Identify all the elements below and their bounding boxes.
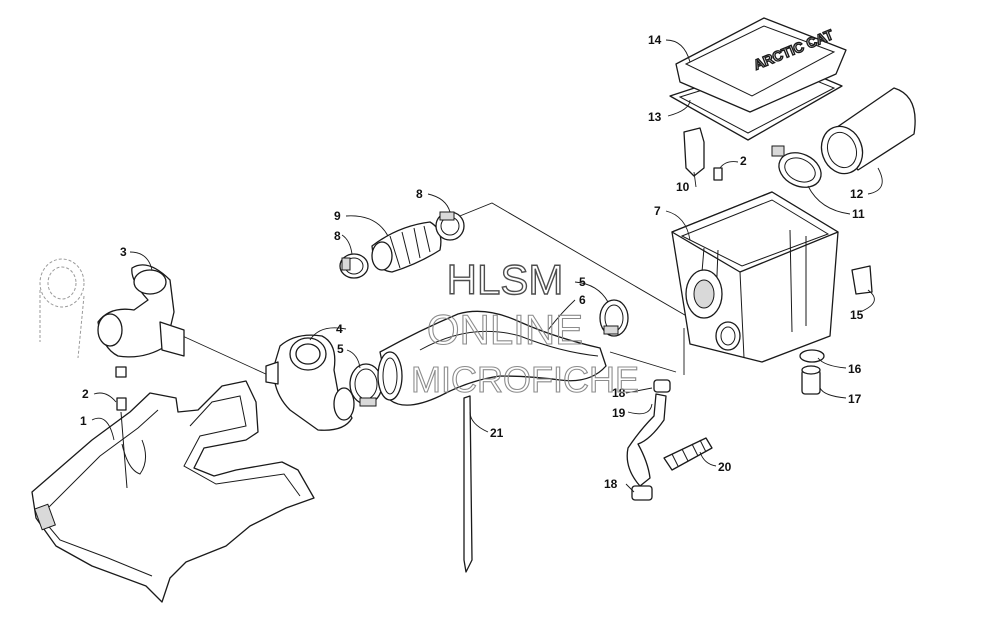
callout-3: 3	[120, 245, 127, 259]
callout-4: 4	[336, 322, 343, 336]
callout-16: 16	[848, 362, 862, 376]
callout-7: 7	[654, 204, 661, 218]
part-10-plug	[683, 127, 705, 177]
callout-8-lower: 8	[334, 229, 341, 243]
part-8-clamp-upper	[435, 211, 465, 241]
part-8-clamp-lower	[339, 253, 369, 279]
callout-labels: 1 2 2 3 4 5 5 6 7 8 8 9 10 11 12 13 14 1…	[80, 33, 865, 491]
part-19-drain-hose	[626, 393, 667, 487]
part-6-intake-tube	[377, 310, 607, 406]
callout-2-right: 2	[740, 154, 747, 168]
watermark-line-3: MICROFICHE	[411, 359, 639, 400]
part-18-clamp-upper	[653, 379, 671, 393]
callout-20: 20	[718, 460, 732, 474]
watermark-line-2: ONLINE	[427, 306, 583, 353]
callout-10: 10	[676, 180, 690, 194]
callout-5-left: 5	[337, 342, 344, 356]
callout-1: 1	[80, 414, 87, 428]
part-9-coupler-boot	[371, 221, 442, 273]
part-4-lower-elbow	[265, 334, 355, 431]
callout-5-right: 5	[579, 275, 586, 289]
callout-12: 12	[850, 187, 864, 201]
callout-2-left: 2	[82, 387, 89, 401]
callout-11: 11	[852, 207, 865, 221]
callout-13: 13	[648, 110, 662, 124]
callout-leaders	[91, 39, 883, 493]
part-15-bracket	[851, 265, 873, 295]
callout-14: 14	[648, 33, 662, 47]
callout-17: 17	[848, 392, 862, 406]
callout-15: 15	[850, 308, 864, 322]
part-21-cable-tie	[463, 395, 473, 573]
callout-8-upper: 8	[416, 187, 423, 201]
callout-6: 6	[579, 293, 586, 307]
part-7-airbox	[671, 191, 839, 363]
part-1-base-pan	[31, 380, 315, 603]
part-5-clamp-left	[349, 363, 383, 407]
callout-9: 9	[334, 209, 341, 223]
callout-19: 19	[612, 406, 626, 420]
watermark: HLSM ONLINE MICROFICHE	[410, 255, 639, 400]
part-3-upper-elbow	[39, 258, 185, 359]
part-17-cap	[801, 365, 821, 395]
part-14-lid: ARCTIC CAT	[675, 17, 847, 113]
callout-21: 21	[490, 426, 504, 440]
part-2-fitting-left	[115, 366, 128, 489]
part-11-clamp	[771, 145, 822, 188]
part-16-clamp	[799, 349, 825, 363]
part-18-clamp-lower	[631, 485, 653, 501]
part-5-clamp-right	[599, 299, 629, 337]
watermark-line-1: HLSM	[447, 256, 564, 303]
part-12-filter	[820, 87, 916, 175]
callout-18-upper: 18	[612, 386, 626, 400]
part-2-fitting-right	[713, 167, 723, 181]
part-20-hose	[663, 437, 713, 471]
callout-18-lower: 18	[604, 477, 618, 491]
